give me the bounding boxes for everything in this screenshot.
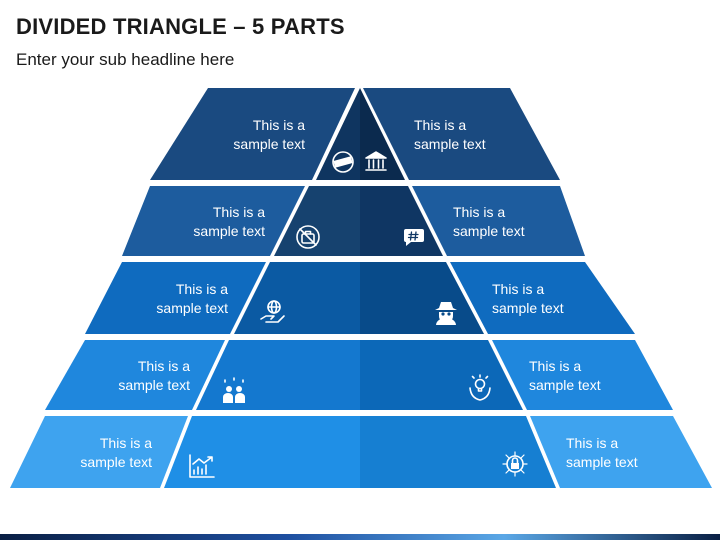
- bank-icon: [365, 151, 387, 171]
- row-2-center-left: [274, 186, 360, 256]
- row-4-left-line1: This is a: [138, 358, 190, 374]
- page-subtitle: Enter your sub headline here: [16, 50, 235, 69]
- no-briefcase-icon: [296, 225, 320, 249]
- cyber-lock-icon: [502, 451, 528, 477]
- spy-icon: [435, 302, 457, 325]
- row-1-right-panel: [363, 88, 560, 180]
- row-5-center-left: [164, 416, 360, 488]
- row-2-right-line1: This is a: [453, 204, 505, 220]
- row-5-left-line2: sample text: [80, 454, 152, 470]
- row-2-right-line2: sample text: [453, 223, 525, 239]
- globe-hand-icon: [260, 300, 285, 323]
- row-4-right-line1: This is a: [529, 358, 581, 374]
- row-3-left-panel: [85, 262, 266, 334]
- row-4-center-left: [196, 340, 360, 410]
- row-3-left-text: This is a sample text: [156, 281, 228, 316]
- footer-bar: [0, 534, 720, 540]
- row-3-right-panel: [450, 262, 635, 334]
- row-2-left-line1: This is a: [213, 204, 265, 220]
- row-1-left-text: This is a sample text: [233, 117, 305, 152]
- row-1-left-line2: sample text: [233, 136, 305, 152]
- row-5-right-text: This is a sample text: [566, 435, 638, 470]
- row-3-right-text: This is a sample text: [492, 281, 564, 316]
- row-5-right-panel: [530, 416, 712, 488]
- row-5-right-line2: sample text: [566, 454, 638, 470]
- row-3-left-line2: sample text: [156, 300, 228, 316]
- row-4-right-text: This is a sample text: [529, 358, 601, 393]
- row-1-right-line1: This is a: [414, 117, 466, 133]
- row-4-right-line2: sample text: [529, 377, 601, 393]
- row-2-right-text: This is a sample text: [453, 204, 525, 239]
- row-2-left-text: This is a sample text: [193, 204, 265, 239]
- hashtag-chat-icon: [404, 229, 424, 246]
- row-4-right-panel: [492, 340, 673, 410]
- row-1-left-line1: This is a: [253, 117, 305, 133]
- row-4-left-text: This is a sample text: [118, 358, 190, 393]
- row-3-left-line1: This is a: [176, 281, 228, 297]
- page-title: DIVIDED TRIANGLE – 5 PARTS: [16, 14, 345, 39]
- row-5-center-right: [360, 416, 556, 488]
- row-5-left-panel: [10, 416, 188, 488]
- row-5-left-text: This is a sample text: [80, 435, 152, 470]
- row-4-left-panel: [45, 340, 225, 410]
- idea-hand-icon: [469, 374, 491, 401]
- row-1-right-line2: sample text: [414, 136, 486, 152]
- team-icon: [223, 377, 245, 403]
- row-3-right-line1: This is a: [492, 281, 544, 297]
- row-2-left-panel: [122, 186, 305, 256]
- row-2-left-line2: sample text: [193, 223, 265, 239]
- row-1-right-text: This is a sample text: [414, 117, 486, 152]
- growth-chart-icon: [189, 454, 215, 478]
- row-2-right-panel: [412, 186, 585, 256]
- sold-stamp-icon: [332, 151, 354, 173]
- row-4-left-line2: sample text: [118, 377, 190, 393]
- row-1-left-panel: [150, 88, 355, 180]
- row-5-left-line1: This is a: [100, 435, 152, 451]
- row-3-right-line2: sample text: [492, 300, 564, 316]
- row-4-center-right: [360, 340, 523, 410]
- row-5-right-line1: This is a: [566, 435, 618, 451]
